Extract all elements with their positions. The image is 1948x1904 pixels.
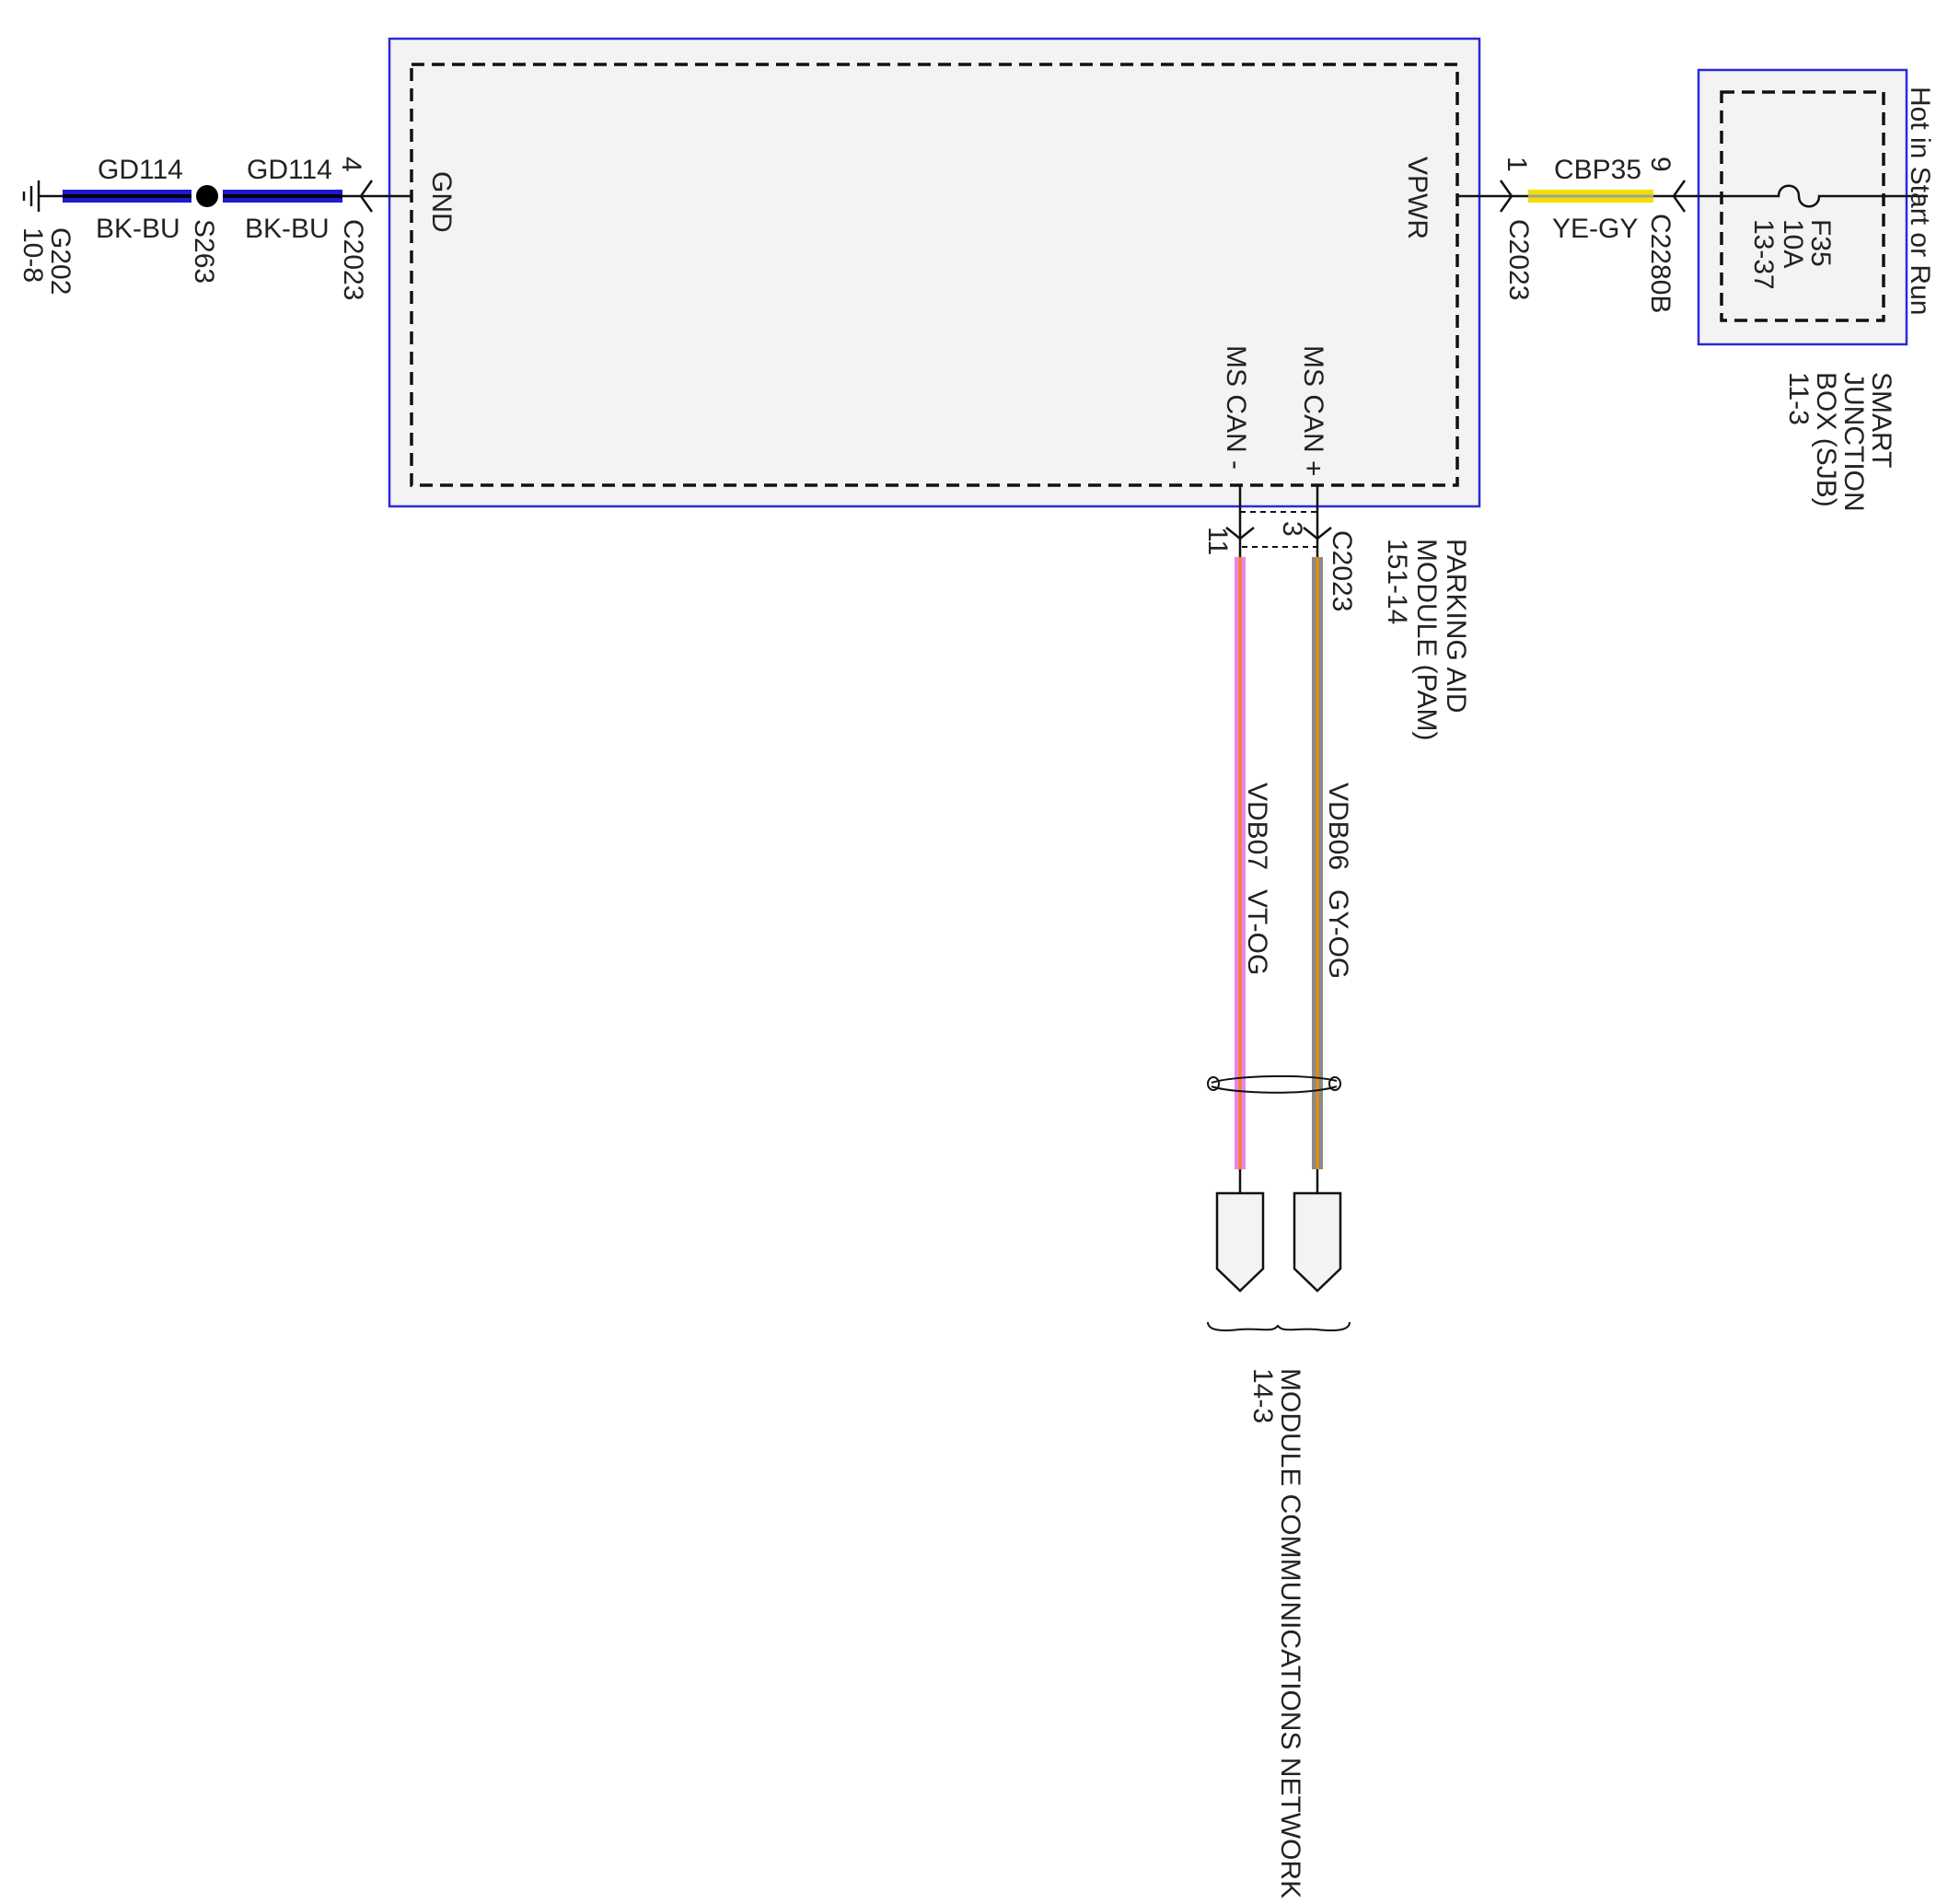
can-plus-circuit-id: VDB06 [1323, 783, 1353, 870]
pam-pin-vpwr-label: VPWR [1402, 157, 1432, 239]
sjb-hot-label: Hot in Start or Run [1905, 87, 1935, 315]
sjb-name-line-3: BOX (SJB) [1811, 372, 1841, 507]
connector-c2280b-pin9-icon [1672, 180, 1687, 213]
ground-ref: 10-8 [17, 227, 48, 283]
parking-aid-module: GND VPWR MS CAN - MS CAN + PARKING AID M… [388, 37, 1481, 740]
can-minus-terminal-icon [1215, 1191, 1265, 1293]
power-pam-pin: 1 [1502, 157, 1532, 172]
power-sjb-connector: C2280B [1645, 214, 1676, 313]
pam-name-line-2: MODULE (PAM) [1411, 539, 1442, 740]
pam-name-line-3: 151-14 [1382, 539, 1412, 624]
ground-color-code-1: BK-BU [96, 214, 180, 244]
pam-outline [388, 37, 1481, 508]
splice-id: S263 [189, 219, 219, 284]
sjb-name-line-4: 11-3 [1783, 372, 1814, 425]
fuse-icon [1671, 184, 1928, 208]
pam-pin-ms-can-minus-label: MS CAN - [1221, 345, 1251, 470]
sjb-inner-dashed [1720, 90, 1885, 322]
network-destination-line-2: 14-3 [1247, 1368, 1278, 1423]
connector-c2023-pin11-icon [1225, 527, 1255, 540]
power-sjb-pin: 9 [1645, 157, 1676, 172]
twisted-pair-icon [1211, 1074, 1338, 1094]
power-pam-connector: C2023 [1503, 219, 1534, 300]
sjb-name-line-1: SMART [1866, 372, 1896, 468]
network-brace-icon [1207, 1321, 1351, 1331]
sjb-name: SMART JUNCTION BOX (SJB) 11-3 [1783, 372, 1896, 512]
pam-pin-gnd-label: GND [426, 171, 457, 233]
ground-circuit-id-1: GD114 [98, 155, 183, 185]
sjb-fuse-labels: F35 10A 13-37 [1748, 219, 1836, 290]
ground-connector-id: C2023 [338, 219, 368, 300]
ground-circuit: G202 10-8 GD114 BK-BU GD114 BK-BU S263 4… [17, 155, 412, 300]
can-plus-terminal-icon [1293, 1191, 1342, 1293]
can-circuits: 11 3 C2023 VDB07 VT-OG VDB06 GY-OG MODUL… [1202, 485, 1357, 1898]
can-minus-pin: 11 [1202, 527, 1233, 555]
connector-c2023-pin1-icon [1499, 180, 1513, 213]
fuse-rating: 10A [1778, 219, 1808, 268]
ground-id: G202 [45, 227, 75, 295]
ground-icon [22, 180, 63, 212]
ground-color-code-2: BK-BU [245, 214, 330, 244]
sjb-name-line-2: JUNCTION [1838, 372, 1869, 512]
splice-dot-icon [196, 185, 218, 207]
power-circuit: CBP35 YE-GY 1 C2023 9 C2280B [1457, 155, 1687, 313]
can-connector-id: C2023 [1327, 530, 1357, 611]
pam-name-line-1: PARKING AID [1441, 539, 1471, 714]
can-minus-circuit-id: VDB07 [1242, 783, 1272, 870]
ground-circuit-id-2: GD114 [247, 155, 332, 185]
can-plus-color-code: GY-OG [1323, 889, 1353, 979]
ground-connector-pin: 4 [336, 157, 366, 172]
connector-c2023-pin4-icon [359, 180, 374, 213]
fuse-id: F35 [1805, 219, 1836, 267]
can-minus-color-code: VT-OG [1242, 889, 1272, 975]
pam-inner-dashed [410, 63, 1459, 487]
sjb-outline [1697, 68, 1908, 346]
fuse-ref: 13-37 [1748, 219, 1779, 290]
twisted-pair-right-loop [1328, 1076, 1341, 1091]
twisted-pair-left-loop [1207, 1076, 1220, 1091]
power-circuit-id: CBP35 [1554, 155, 1641, 185]
network-destination-line-1: MODULE COMMUNICATIONS NETWORK [1275, 1368, 1305, 1898]
pam-name: PARKING AID MODULE (PAM) 151-14 [1382, 539, 1471, 740]
connector-c2023-pin3-icon [1303, 527, 1332, 540]
smart-junction-box: Hot in Start or Run F35 10A 13-37 SMART … [1671, 68, 1935, 512]
power-color-code: YE-GY [1552, 214, 1638, 244]
can-plus-pin: 3 [1277, 521, 1307, 537]
pam-pin-ms-can-plus-label: MS CAN + [1298, 345, 1328, 477]
